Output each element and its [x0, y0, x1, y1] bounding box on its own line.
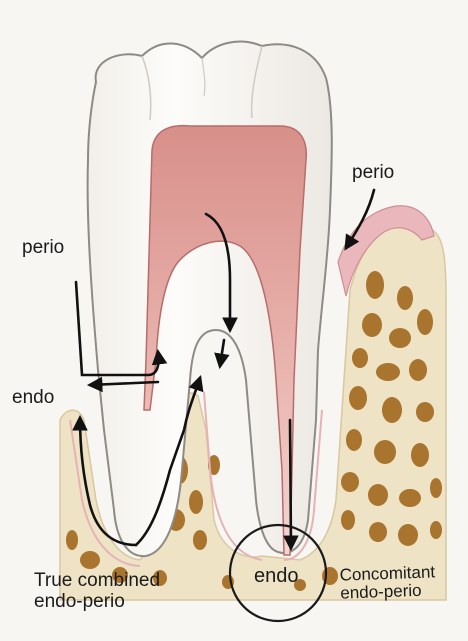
label-endo-bottom: endo [254, 566, 299, 588]
label-perio-left: perio [22, 238, 64, 259]
label-true-combined-line1: True combined [34, 571, 160, 592]
label-perio-right: perio [352, 163, 394, 184]
label-true-combined: True combined endo-perio [34, 571, 160, 612]
label-true-combined-line2: endo-perio [34, 592, 160, 613]
label-concomitant: Concomitant endo-perio [339, 563, 436, 603]
arrow-furcation-down-short [220, 340, 224, 366]
arrow-canal-to-apex [290, 420, 291, 548]
label-concomitant-line2: endo-perio [340, 582, 436, 604]
label-endo-left: endo [12, 388, 54, 409]
